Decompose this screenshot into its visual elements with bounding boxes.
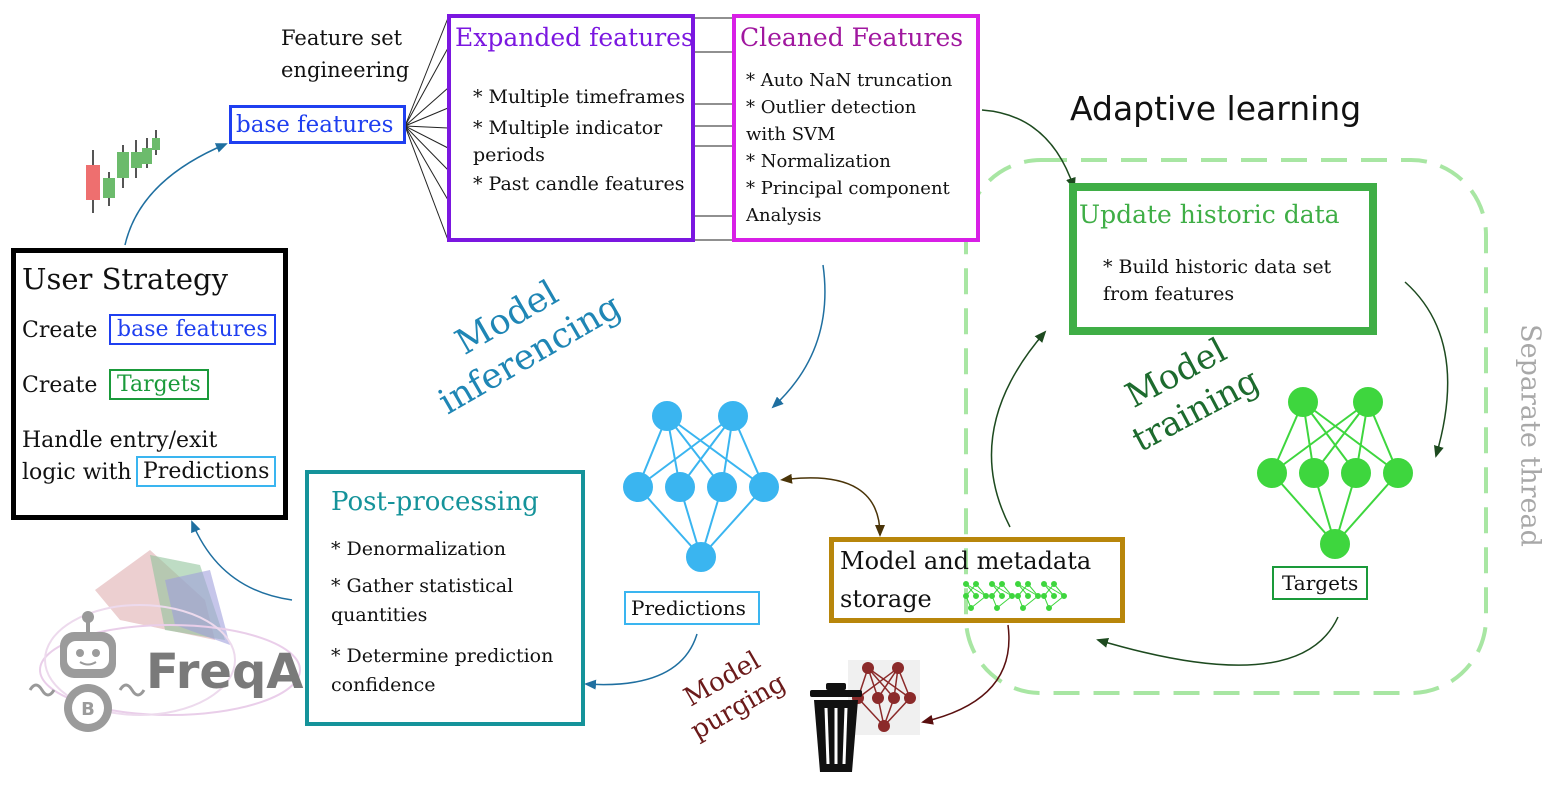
storage-box: Model and metadata storage	[829, 537, 1125, 623]
fan-connectors	[404, 17, 449, 241]
predictions-tag: Predictions	[136, 456, 277, 488]
arrow-network-storage	[780, 473, 885, 537]
feature-engineering-line1: Feature set	[281, 26, 403, 50]
expanded-item: * Multiple indicator	[473, 117, 663, 139]
expanded-features-title: Expanded features	[455, 23, 694, 52]
training-network-icon	[1257, 387, 1413, 559]
base-features-box: base features	[229, 105, 406, 144]
user-strategy-box: User Strategy Create base features Creat…	[11, 248, 288, 520]
cleaned-features-list: * Auto NaN truncation * Outlier detectio…	[746, 67, 952, 229]
cleaned-features-box: Cleaned Features * Auto NaN truncation *…	[732, 14, 980, 242]
update-historic-title: Update historic data	[1079, 200, 1340, 229]
post-item: * Gather statistical	[331, 575, 514, 597]
post-item: * Determine prediction	[331, 645, 554, 667]
freqai-logo-graphic: B	[28, 550, 301, 732]
cleaned-features-title: Cleaned Features	[740, 23, 964, 52]
historic-item: from features	[1103, 283, 1235, 305]
separate-thread-region	[964, 158, 1488, 695]
arrow-cleaned-to-historic	[981, 109, 1076, 190]
post-item: confidence	[331, 674, 436, 696]
historic-item: * Build historic data set	[1103, 256, 1332, 278]
post-processing-list: * Denormalization * Gather statistical q…	[331, 536, 553, 699]
cleaned-item: * Outlier detection	[746, 97, 917, 118]
cleaned-item: * Principal component	[746, 178, 950, 199]
expanded-item: * Past candle features	[473, 173, 685, 195]
cleaned-item: * Auto NaN truncation	[746, 70, 953, 91]
svg-text:B: B	[81, 699, 95, 720]
targets-box: Targets	[1272, 566, 1368, 600]
purged-network-icon	[848, 660, 920, 735]
post-processing-title: Post-processing	[331, 487, 539, 517]
handle-logic-line2: logic with	[22, 460, 132, 485]
update-historic-list: * Build historic data set from features	[1103, 254, 1331, 308]
base-features-tag: base features	[109, 314, 276, 346]
cleaned-item: Analysis	[746, 205, 822, 226]
arrow-predictions-to-postprocessing	[584, 633, 698, 690]
bridge-connectors	[694, 17, 733, 241]
expanded-item: periods	[473, 144, 545, 166]
targets-tag: Targets	[109, 369, 209, 401]
create-label-2: Create	[22, 373, 98, 398]
create-label-1: Create	[22, 318, 98, 343]
arrow-cleaned-to-network	[771, 264, 826, 409]
arrow-postprocessing-to-strategy	[191, 520, 293, 601]
handle-logic-line1: Handle entry/exit	[22, 428, 218, 453]
targets-label: Targets	[1282, 571, 1359, 595]
trash-icon	[810, 683, 862, 772]
arrow-strategy-to-base	[124, 143, 228, 246]
predictions-box: Predictions	[624, 591, 760, 625]
cleaned-item: with SVM	[746, 124, 836, 145]
separate-thread-label: Separate thread	[1514, 324, 1546, 547]
expanded-features-list: * Multiple timeframes * Multiple indicat…	[473, 84, 685, 198]
expanded-item: * Multiple timeframes	[473, 86, 685, 108]
expanded-features-box: Expanded features * Multiple timeframes …	[447, 14, 695, 242]
storage-line2: storage	[840, 585, 932, 613]
user-strategy-title: User Strategy	[22, 262, 229, 296]
candlestick-chart-icon	[86, 130, 160, 213]
post-processing-box: Post-processing * Denormalization * Gath…	[305, 470, 585, 726]
base-features-label: base features	[236, 112, 394, 138]
predictions-label: Predictions	[631, 596, 746, 620]
adaptive-learning-title: Adaptive learning	[1070, 89, 1362, 128]
stored-models-icon	[963, 581, 1067, 611]
arrow-historic-to-training	[1404, 281, 1449, 458]
freqai-logo-text: FreqAI	[146, 644, 322, 700]
cleaned-item: * Normalization	[746, 151, 891, 172]
post-item: quantities	[331, 604, 428, 626]
update-historic-box: Update historic data * Build historic da…	[1069, 183, 1377, 335]
post-item: * Denormalization	[331, 538, 506, 560]
arrow-storage-to-purge	[921, 624, 1010, 725]
prediction-network-icon	[623, 401, 779, 572]
storage-line1: Model and metadata	[840, 547, 1092, 575]
feature-engineering-line2: engineering	[281, 58, 410, 82]
arrow-storage-to-historic	[990, 330, 1047, 528]
arrow-targets-to-storage	[1096, 616, 1339, 666]
